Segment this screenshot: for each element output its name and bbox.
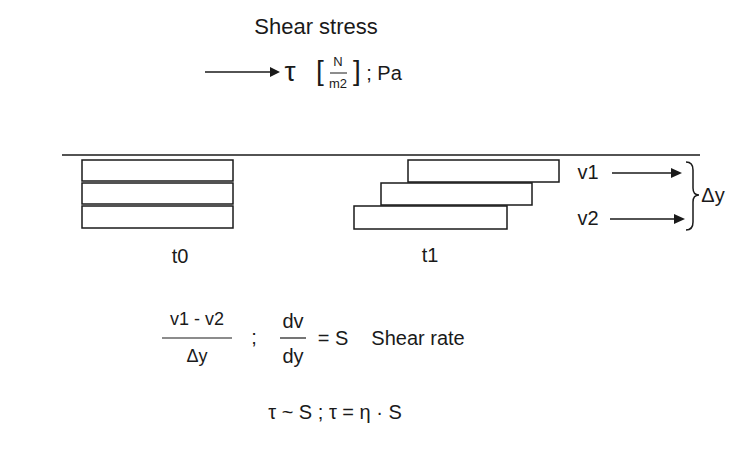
- formula-label: Shear rate: [371, 327, 464, 349]
- formula-denominator: Δy: [186, 347, 207, 367]
- formula-numerator: v1 - v2: [170, 310, 224, 330]
- force-arrow: [205, 71, 272, 73]
- layer-rect: [381, 183, 532, 205]
- velocity-arrow: [612, 172, 672, 174]
- arrow-head: [671, 168, 682, 178]
- bracket: [: [316, 56, 324, 87]
- fraction-bar: [330, 73, 347, 74]
- time-label: t1: [422, 244, 439, 266]
- layer-rect: [82, 183, 233, 204]
- unit-numerator: N: [333, 55, 342, 69]
- velocity-label: v2: [577, 207, 598, 229]
- unit-text: ; Pa: [366, 62, 402, 84]
- arrow-head: [674, 214, 685, 224]
- bracket: ]: [353, 56, 361, 87]
- tau-symbol: τ: [284, 57, 295, 88]
- title-text: Shear stress: [254, 15, 378, 39]
- fraction-bar: [162, 337, 232, 338]
- separator: ;: [251, 326, 257, 348]
- velocity-arrow: [610, 218, 675, 220]
- velocity-label: v1: [577, 161, 598, 183]
- fraction-bar: [280, 337, 306, 338]
- layer-rect: [408, 160, 559, 182]
- formula-text: τ ~ S ; τ = η · S: [268, 401, 402, 423]
- layer-rect: [354, 206, 507, 229]
- plate-line: [62, 154, 700, 156]
- unit-denominator: m2: [329, 77, 347, 91]
- formula-numerator: dv: [282, 310, 303, 332]
- arrow-head: [270, 67, 280, 77]
- brace: [686, 162, 699, 230]
- formula-text: = S: [318, 327, 349, 349]
- formula-denominator: dy: [282, 345, 303, 367]
- distance-label: Δy: [701, 184, 724, 206]
- time-label: t0: [172, 245, 189, 267]
- layer-rect: [82, 206, 233, 228]
- layer-rect: [82, 160, 233, 181]
